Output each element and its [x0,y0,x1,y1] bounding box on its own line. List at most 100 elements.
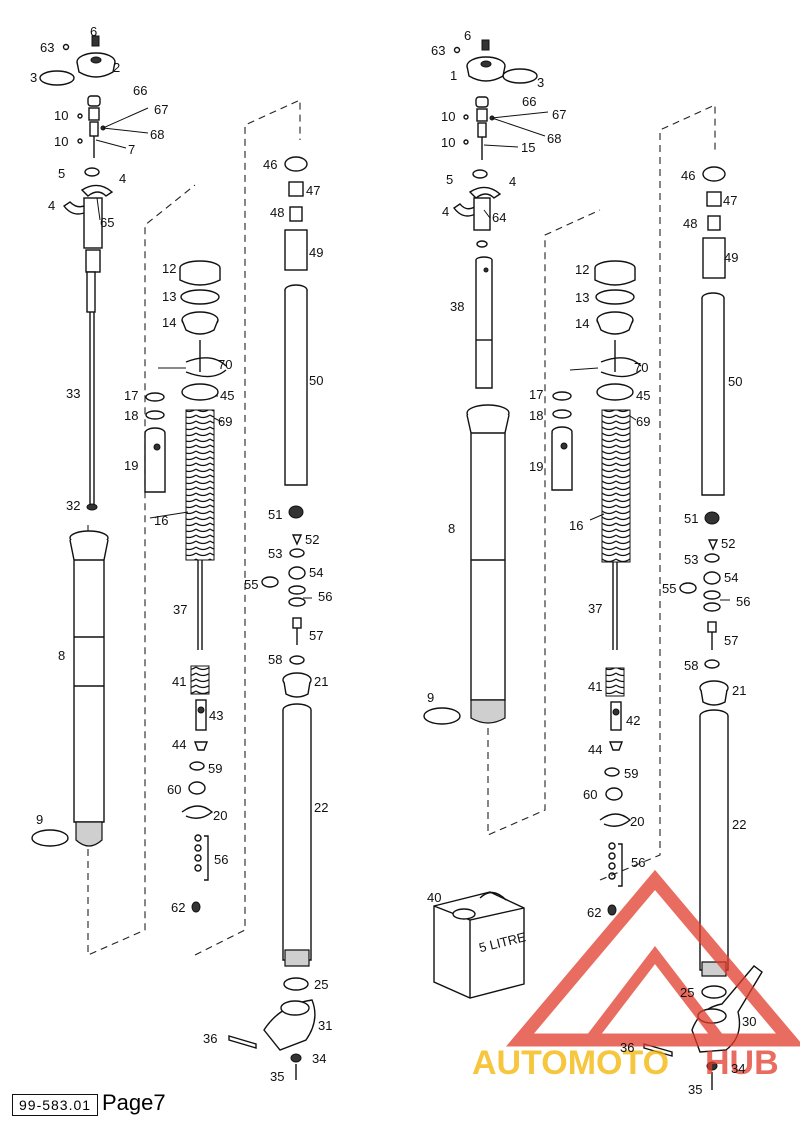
label-4a: 4 [119,171,126,186]
label-22: 22 [314,800,328,815]
label-32: 32 [66,498,80,513]
label-34: 34 [312,1051,326,1066]
label-r36: 36 [620,1040,634,1055]
label-r49: 49 [724,250,738,265]
label-69: 69 [218,414,232,429]
left-damper-rod [86,271,98,511]
left-fork-assembly [31,35,316,1080]
label-r62: 62 [587,905,601,920]
label-r70: 70 [634,360,648,375]
label-r55: 55 [662,581,676,596]
label-r30: 30 [742,1014,756,1029]
label-r10a: 10 [441,109,455,124]
label-r14: 14 [575,316,589,331]
label-r15: 15 [521,140,535,155]
label-r53: 53 [684,552,698,567]
label-r35: 35 [688,1082,702,1097]
right-o-ring-3 [502,68,538,84]
right-fork-assembly: 5 LITRE [423,39,763,1090]
label-r10b: 10 [441,135,455,150]
left-adjuster-stack [77,95,106,158]
label-19: 19 [124,458,138,473]
left-middle-column [144,260,227,913]
label-r3: 3 [537,75,544,90]
label-62: 62 [171,900,185,915]
label-r25: 25 [680,985,694,1000]
label-10b: 10 [54,134,68,149]
label-48: 48 [270,205,284,220]
label-47: 47 [306,183,320,198]
label-r56b: 56 [631,855,645,870]
label-37: 37 [173,602,187,617]
label-20: 20 [213,808,227,823]
left-o-ring-9 [31,829,69,847]
label-35: 35 [270,1069,284,1084]
label-r51: 51 [684,511,698,526]
label-r38: 38 [450,299,464,314]
label-70: 70 [218,357,232,372]
label-52: 52 [305,532,319,547]
right-top-cap [466,39,506,82]
label-54: 54 [309,565,323,580]
left-o-ring-3 [39,70,75,86]
label-55: 55 [244,577,258,592]
left-outer-tube [69,530,109,847]
label-21: 21 [314,674,328,689]
label-14: 14 [162,315,176,330]
label-r40: 40 [427,890,441,905]
label-r34: 34 [731,1061,745,1076]
label-r21: 21 [732,683,746,698]
label-r56: 56 [736,594,750,609]
label-r58: 58 [684,658,698,673]
label-4b: 4 [48,198,55,213]
left-damper-head [62,184,114,273]
label-r57: 57 [724,633,738,648]
label-41: 41 [172,674,186,689]
label-r1: 1 [450,68,457,83]
label-12: 12 [162,261,176,276]
label-18: 18 [124,408,138,423]
label-r47: 47 [723,193,737,208]
label-31: 31 [318,1018,332,1033]
label-5: 5 [58,166,65,181]
label-10a: 10 [54,108,68,123]
document-id: 99-583.01 [12,1094,99,1116]
label-58: 58 [268,652,282,667]
label-65: 65 [100,215,114,230]
label-3: 3 [30,70,37,85]
label-r17: 17 [529,387,543,402]
label-r42: 42 [626,713,640,728]
page-number: Page7 [102,1090,166,1115]
right-damper-head [452,186,502,248]
label-r66: 66 [522,94,536,109]
label-9: 9 [36,812,43,827]
oil-canister: 5 LITRE [433,891,528,999]
label-13: 13 [162,289,176,304]
label-25: 25 [314,977,328,992]
label-r13: 13 [575,290,589,305]
label-56: 56 [318,589,332,604]
label-59: 59 [208,761,222,776]
label-r9: 9 [427,690,434,705]
label-46: 46 [263,157,277,172]
watermark-text-2: HUB [705,1044,779,1082]
label-43: 43 [209,708,223,723]
right-damper-tube [475,256,493,389]
label-49: 49 [309,245,323,260]
label-r20: 20 [630,814,644,829]
label-50: 50 [309,373,323,388]
leader-lines [95,107,730,601]
right-inner-tube-column [643,166,763,1090]
label-r60: 60 [583,787,597,802]
label-r64: 64 [492,210,506,225]
label-r4a: 4 [509,174,516,189]
label-8: 8 [58,648,65,663]
label-r5: 5 [446,172,453,187]
label-r67: 67 [552,107,566,122]
label-16: 16 [154,513,168,528]
label-r68: 68 [547,131,561,146]
label-56b: 56 [214,852,228,867]
label-r8: 8 [448,521,455,536]
right-middle-column [551,260,642,916]
